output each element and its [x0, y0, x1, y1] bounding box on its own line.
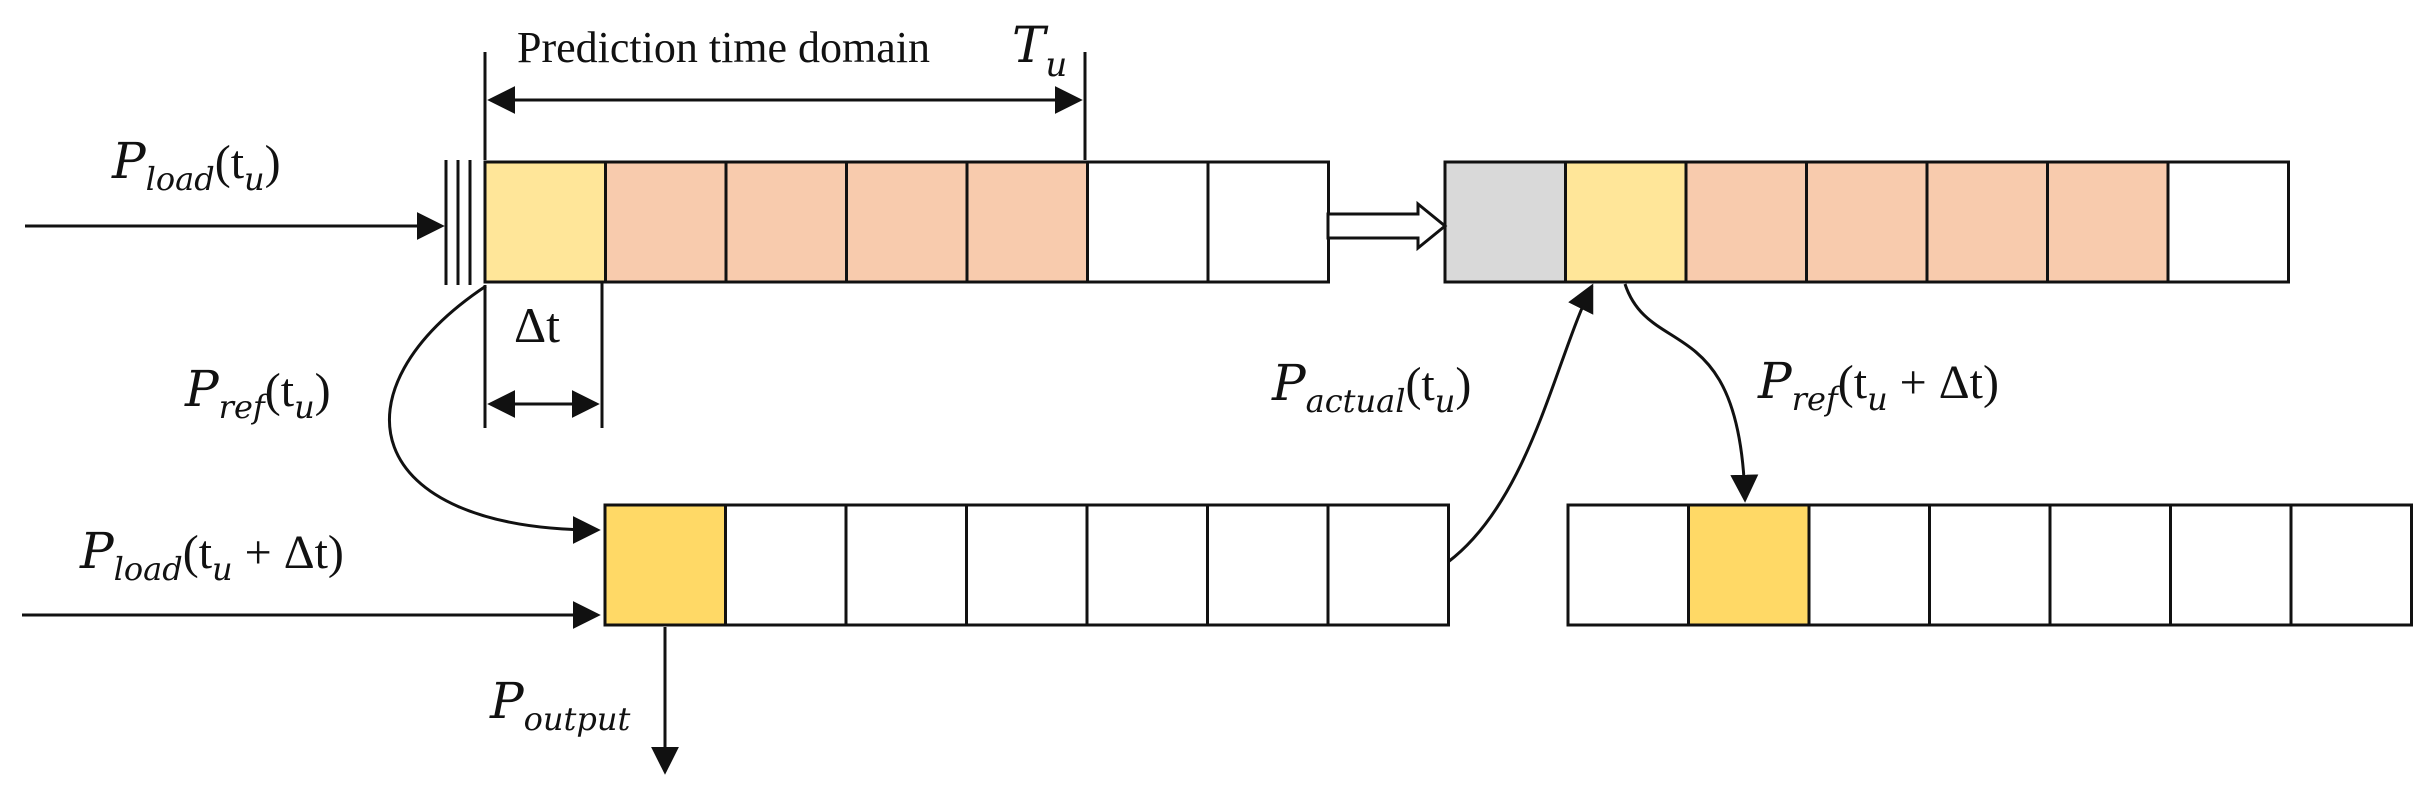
time-step-cell-output-step [1687, 503, 1811, 627]
time-step-cell-empty-step [2166, 160, 2290, 284]
top-right-sequence [1443, 160, 2290, 284]
time-step-cell-empty-step [1326, 503, 1450, 627]
time-step-cell-empty-step [1206, 503, 1330, 627]
p-ref-tu-label: Pref(tu) [184, 360, 331, 426]
time-step-cell-empty-step [1566, 503, 1690, 627]
time-step-cell-empty-step [2289, 503, 2413, 627]
p-output-label: Poutput [489, 672, 630, 738]
time-step-cell-current-step [483, 160, 607, 284]
p-ref-tu-dt-label: Pref(tu + Δt) [1757, 352, 1999, 418]
time-step-cell-empty-step [1807, 503, 1931, 627]
time-step-cell-empty-step [724, 503, 848, 627]
load-input-bottom: Pload(tu + Δt) [22, 522, 601, 629]
time-step-cell-past-step [1443, 160, 1567, 284]
prediction-horizon-title: Prediction time domain [517, 23, 930, 72]
time-step-cell-horizon-step [724, 160, 848, 284]
time-step-cell-empty-step [2048, 503, 2172, 627]
time-step-cell-horizon-step [604, 160, 728, 284]
prediction-horizon-dimension: Prediction time domain Tu [483, 16, 1087, 160]
dt-dimension: Δt [483, 282, 604, 428]
bottom-left-sequence [603, 503, 1450, 627]
time-step-cell-horizon-step [1805, 160, 1929, 284]
bottom-right-sequence [1566, 503, 2413, 627]
p-load-tu-dt-label: Pload(tu + Δt) [79, 522, 344, 588]
time-step-cell-horizon-step [1925, 160, 2049, 284]
time-step-cell-empty-step [965, 503, 1089, 627]
p-load-tu-label: Pload(tu) [111, 132, 281, 198]
time-step-cell-empty-step [2169, 503, 2293, 627]
time-step-cell-horizon-step [965, 160, 1089, 284]
horizon-symbol: Tu [1012, 16, 1067, 85]
time-step-cell-horizon-step [1684, 160, 1808, 284]
time-step-cell-output-step [603, 503, 727, 627]
p-actual-connector: Pactual(tu) [1271, 283, 1594, 564]
time-step-cell-empty-step [1085, 503, 1209, 627]
time-step-cell-empty-step [844, 503, 968, 627]
dt-label: Δt [514, 297, 560, 353]
time-step-cell-horizon-step [2046, 160, 2170, 284]
p-ref-tu-dt-connector: Pref(tu + Δt) [1623, 283, 1999, 503]
p-ref-tu-connector: Pref(tu) [184, 284, 601, 544]
time-step-cell-empty-step [1928, 503, 2052, 627]
time-step-cell-current-step [1564, 160, 1688, 284]
time-step-cell-empty-step [1206, 160, 1330, 284]
load-input-top: Pload(tu) [25, 132, 472, 285]
shift-arrow [1326, 200, 1448, 252]
time-step-cell-horizon-step [845, 160, 969, 284]
p-actual-tu-label: Pactual(tu) [1271, 354, 1471, 420]
output-arrow: Poutput [489, 627, 679, 775]
top-left-sequence [483, 160, 1330, 284]
time-step-cell-empty-step [1086, 160, 1210, 284]
